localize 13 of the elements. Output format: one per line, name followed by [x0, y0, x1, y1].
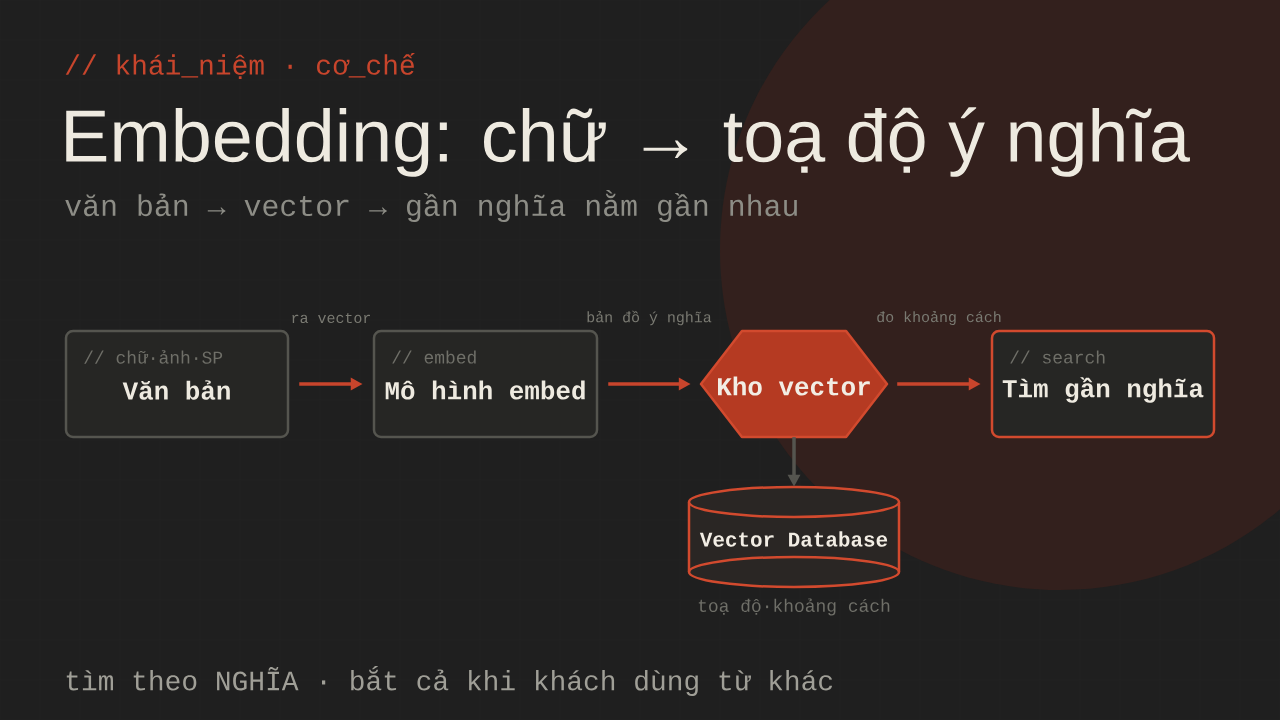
caption-text: toạ độ·khoảng cách [698, 598, 890, 616]
eyebrow-text: // khái_niệm · cơ_chế [65, 53, 415, 79]
edge-label: ra vector [292, 312, 370, 324]
process-box: // embed Mô hình embed [372, 329, 599, 439]
hexagon-node: Kho vector [699, 329, 889, 439]
title: Embedding: chữ → toạ độ ý nghĩa [66, 107, 1190, 177]
subtitle: văn bản → vector → gần nghĩa nằm gần nhau [65, 189, 797, 223]
footer-text: tìm theo NGHĨA · bắt cả khi khách dùng từ khác [66, 666, 833, 696]
database-cylinder: Vector Database [687, 485, 901, 589]
process-box: // search Tìm gần nghĩa [990, 329, 1216, 439]
process-box: // chữ·ảnh·SP Văn bản [64, 329, 290, 439]
edge-label: bản đồ ý nghĩa [587, 310, 712, 326]
edge-label: đo khoảng cách [877, 310, 1001, 326]
